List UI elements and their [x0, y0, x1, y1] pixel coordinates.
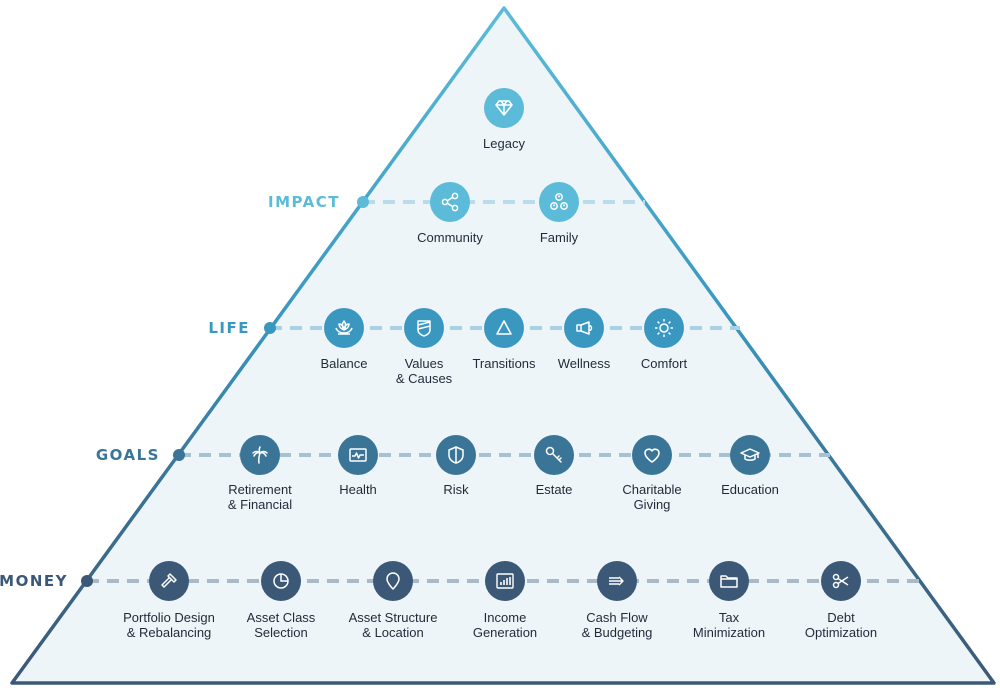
tier-label-impact: IMPACT [268, 193, 340, 211]
node-label: Legacy [483, 136, 525, 151]
node-label: Retirement & Financial [227, 482, 293, 512]
heart-icon [644, 448, 660, 463]
node-label: Family [539, 230, 579, 245]
tier-label-goals: GOALS [95, 446, 160, 464]
lotus-icon [335, 320, 353, 335]
sun-icon [655, 319, 673, 337]
megaphone-icon [576, 321, 593, 335]
node-label: Health [339, 482, 377, 497]
graduation-cap-icon [740, 448, 760, 461]
node-badge [404, 308, 444, 348]
node-label: Debt Optimization [804, 610, 878, 640]
node-triangle [484, 308, 524, 348]
node-pie-chart [261, 561, 301, 601]
node-palm-tree [240, 435, 280, 475]
heartbeat-monitor-icon [349, 448, 367, 462]
node-label: Risk [443, 482, 469, 497]
node-bar-chart [485, 561, 525, 601]
node-share-network [430, 182, 470, 222]
tier-label-money: MONEY [0, 572, 68, 590]
node-label: Asset Class Selection [246, 610, 316, 640]
node-label: Portfolio Design & Rebalancing [123, 610, 215, 640]
node-sun [644, 308, 684, 348]
node-shield [436, 435, 476, 475]
palm-tree-icon [252, 446, 268, 464]
node-map-pin [373, 561, 413, 601]
node-label: Education [721, 482, 779, 497]
node-label: Charitable Giving [622, 482, 682, 512]
node-scissors [821, 561, 861, 601]
node-label: Wellness [557, 356, 611, 371]
tier-marker-life [264, 322, 276, 334]
badge-icon [417, 320, 431, 337]
folder-icon [720, 575, 738, 588]
node-label: Values & Causes [395, 356, 453, 386]
node-flow-arrows [597, 561, 637, 601]
triangle-icon [496, 320, 512, 335]
tier-marker-impact [357, 196, 369, 208]
share-network-icon [441, 192, 459, 212]
node-graduation-cap [730, 435, 770, 475]
node-folder [709, 561, 749, 601]
node-lotus [324, 308, 364, 348]
people-group-icon [550, 193, 568, 210]
node-label: Balance [320, 356, 368, 371]
node-heart [632, 435, 672, 475]
scissors-icon [832, 573, 849, 589]
hammer-icon [161, 573, 177, 588]
diamond-icon [495, 100, 513, 116]
node-hammer [149, 561, 189, 601]
bar-chart-icon [496, 573, 514, 589]
node-label: Transitions [472, 356, 536, 371]
flow-arrows-icon [609, 576, 624, 586]
shield-icon [448, 446, 464, 464]
key-icon [545, 446, 562, 463]
tier-marker-goals [173, 449, 185, 461]
node-label: Estate [535, 482, 573, 497]
node-label: Comfort [640, 356, 688, 371]
node-label: Community [417, 230, 483, 245]
node-key [534, 435, 574, 475]
node-label: Cash Flow & Budgeting [581, 610, 653, 640]
node-label: Asset Structure & Location [348, 610, 438, 640]
node-label: Tax Minimization [692, 610, 766, 640]
map-pin-icon [386, 572, 400, 590]
tier-marker-money [81, 575, 93, 587]
node-megaphone [564, 308, 604, 348]
tier-label-life: LIFE [208, 319, 250, 337]
node-heartbeat-monitor [338, 435, 378, 475]
node-people-group [539, 182, 579, 222]
node-label: Income Generation [472, 610, 538, 640]
pie-chart-icon [273, 573, 289, 589]
node-diamond [484, 88, 524, 128]
